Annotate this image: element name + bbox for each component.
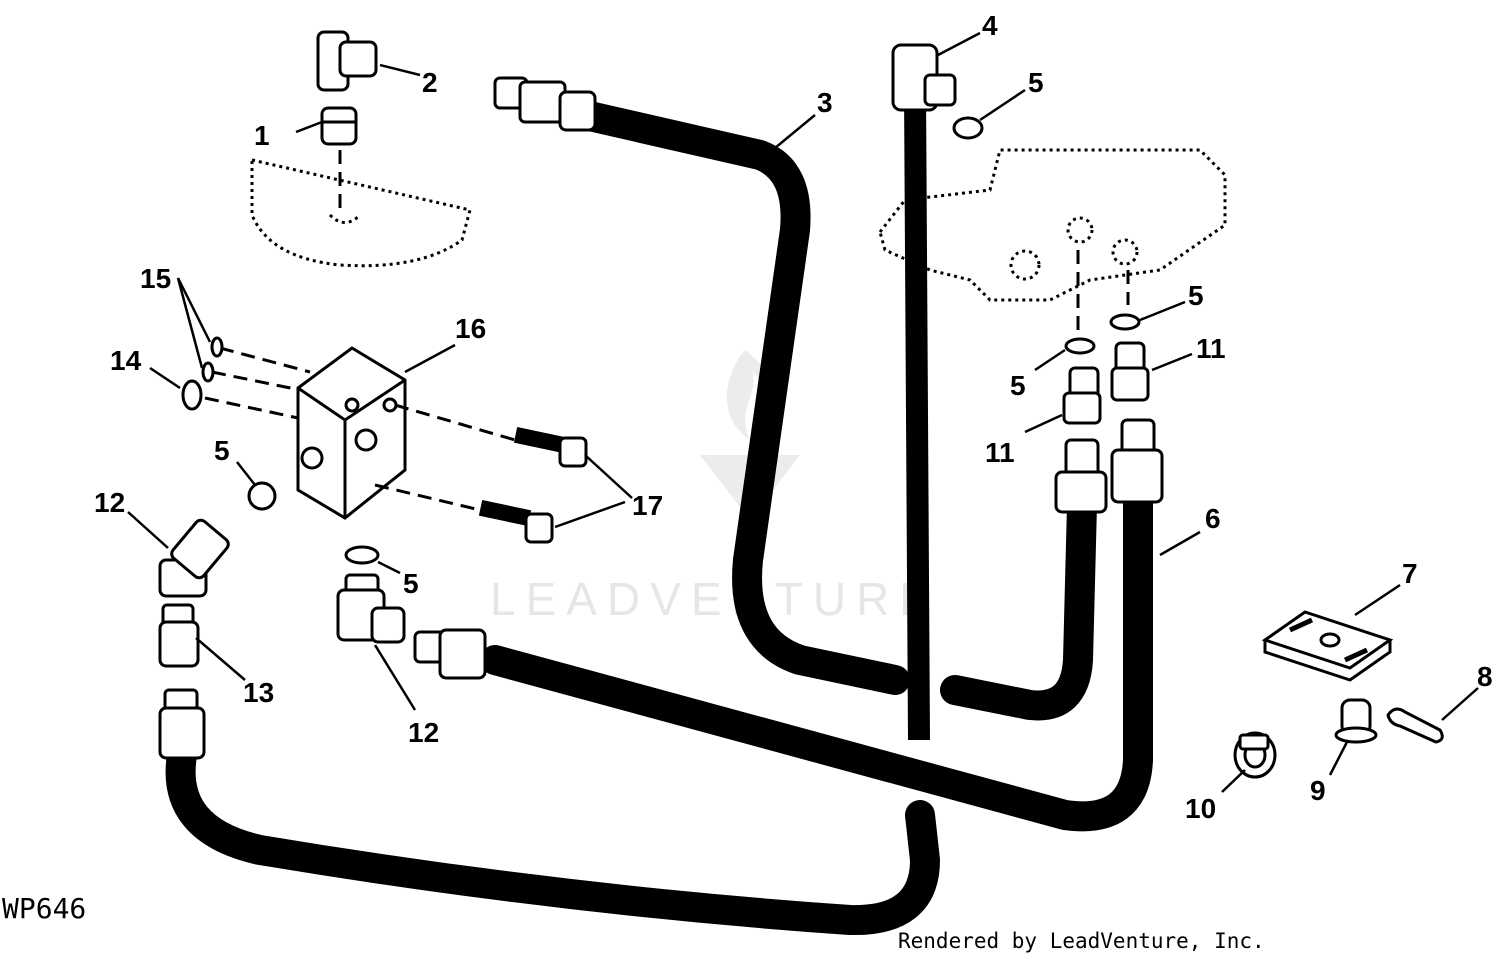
- callout-5c: 5: [1010, 370, 1026, 401]
- part-17-bolt-b: [478, 499, 554, 544]
- part-11-adapter-b: [1110, 341, 1150, 402]
- callout-2: 2: [422, 67, 438, 98]
- callout-5e: 5: [403, 568, 419, 599]
- watermark: LEADVENTURE: [490, 350, 940, 625]
- part-17-bolt-a: [513, 426, 588, 468]
- part-3-fitting: [493, 76, 597, 132]
- part-5-o-ring-b: [1064, 337, 1096, 355]
- control-valve-housing: [878, 148, 1227, 302]
- callout-12a: 12: [94, 487, 125, 518]
- part-5-o-ring-c: [1109, 313, 1141, 331]
- callout-10: 10: [1185, 793, 1216, 824]
- block-centerline-b: [211, 370, 301, 392]
- callout-11b: 11: [985, 437, 1015, 468]
- leader-lines: [127, 31, 1479, 793]
- hose-6-end-fitting: [413, 628, 487, 680]
- part-7-clamp-plate: [1261, 610, 1394, 682]
- part-9-clevis-pin: [1334, 698, 1378, 744]
- callout-14: 14: [110, 345, 142, 376]
- callout-4: 4: [982, 10, 998, 41]
- part-12-elbow-b: [336, 573, 406, 644]
- callout-16: 16: [455, 313, 486, 344]
- callout-7: 7: [1402, 558, 1418, 589]
- callout-5b: 5: [1188, 280, 1204, 311]
- part-5-o-ring-a: [952, 116, 984, 140]
- callout-6: 6: [1205, 503, 1221, 534]
- watermark-text: LEADVENTURE: [490, 573, 940, 625]
- callout-5a: 5: [1028, 67, 1044, 98]
- hose-3: [570, 100, 910, 695]
- valve-port-3: [1111, 238, 1139, 266]
- hose-right-loop: [940, 490, 1097, 721]
- bolt-centerline-b: [374, 483, 481, 512]
- valve-port-2: [1066, 216, 1094, 244]
- part-2-elbow-fitting: [316, 30, 378, 92]
- callout-1: 1: [254, 120, 270, 151]
- part-5-o-ring-d: [247, 481, 277, 511]
- hose-end-right: [1110, 418, 1164, 504]
- callout-12b: 12: [408, 717, 439, 748]
- part-13-adapter: [158, 603, 200, 668]
- part-11-adapter-a: [1062, 366, 1102, 425]
- part-12-elbow-a: [158, 518, 230, 598]
- callout-9: 9: [1310, 775, 1326, 806]
- lower-hose-end-fitting: [158, 688, 206, 760]
- part-1-nut: [320, 106, 358, 146]
- diagram-code: WP646: [2, 892, 86, 925]
- callout-11a: 11: [1196, 333, 1226, 364]
- part-5-o-ring-e: [344, 545, 380, 565]
- part-15-o-ring-a: [210, 336, 224, 358]
- callout-13: 13: [243, 677, 274, 708]
- part-4-tee-fitting: [891, 43, 957, 112]
- callout-15: 15: [140, 263, 171, 294]
- bolt-centerline-a: [394, 403, 516, 442]
- callout-5d: 5: [214, 435, 230, 466]
- hose-6: [480, 485, 1153, 832]
- callout-8: 8: [1477, 661, 1493, 692]
- part-8-cotter-pin: [1386, 707, 1444, 744]
- block-centerline-c: [204, 396, 299, 420]
- hose-end-left: [1054, 438, 1108, 514]
- bracket-hole: [328, 213, 362, 224]
- part-10-hose-clamp: [1233, 731, 1277, 779]
- tube-4: [904, 90, 930, 740]
- part-14-o-ring: [181, 379, 203, 411]
- block-centerline-a: [219, 346, 311, 374]
- part-16-manifold-block: [296, 346, 407, 520]
- valve-port-1: [1009, 249, 1041, 281]
- callout-3: 3: [817, 87, 833, 118]
- part-15-o-ring-b: [201, 361, 215, 383]
- callout-17: 17: [632, 490, 663, 521]
- mounting-bracket: [250, 158, 472, 268]
- credit-text: Rendered by LeadVenture, Inc.: [898, 929, 1265, 953]
- hose-lower: [165, 740, 940, 936]
